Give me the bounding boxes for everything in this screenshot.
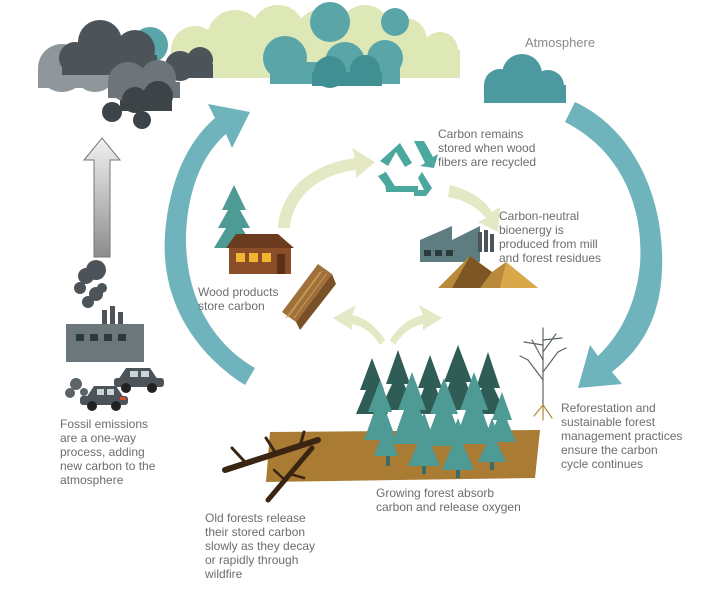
sapling-icon xyxy=(519,327,567,421)
car-icon xyxy=(80,386,128,411)
label-atmosphere: Atmosphere xyxy=(525,35,596,50)
label-recycled-fibers: Carbon remains stored when wood fibers a… xyxy=(438,127,537,169)
house-icon xyxy=(226,234,294,274)
emission-arrow xyxy=(82,137,122,258)
factory-icon xyxy=(66,306,144,362)
fallen-trees xyxy=(222,430,321,503)
label-fossil-emissions: Fossil emissions are a one-way process, … xyxy=(60,417,156,487)
recycle-icon xyxy=(378,141,438,196)
label-bioenergy: Carbon-neutral bioenergy is produced fro… xyxy=(499,209,602,265)
cloud-icon xyxy=(38,2,566,129)
mill-icon xyxy=(420,226,538,288)
car-icon xyxy=(114,368,164,393)
cycle-arrows xyxy=(164,102,663,388)
label-wood-products: Wood products store carbon xyxy=(198,285,279,313)
exhaust xyxy=(65,378,88,398)
smoke xyxy=(74,260,107,308)
lumber-stack xyxy=(282,264,336,330)
label-growing-forest: Growing forest absorb carbon and release… xyxy=(376,486,521,514)
growing-forest xyxy=(356,345,516,478)
label-reforestation: Reforestation and sustainable forest man… xyxy=(561,401,683,471)
label-old-forests: Old forests release their stored carbon … xyxy=(205,511,316,581)
light-arrows xyxy=(278,148,500,345)
